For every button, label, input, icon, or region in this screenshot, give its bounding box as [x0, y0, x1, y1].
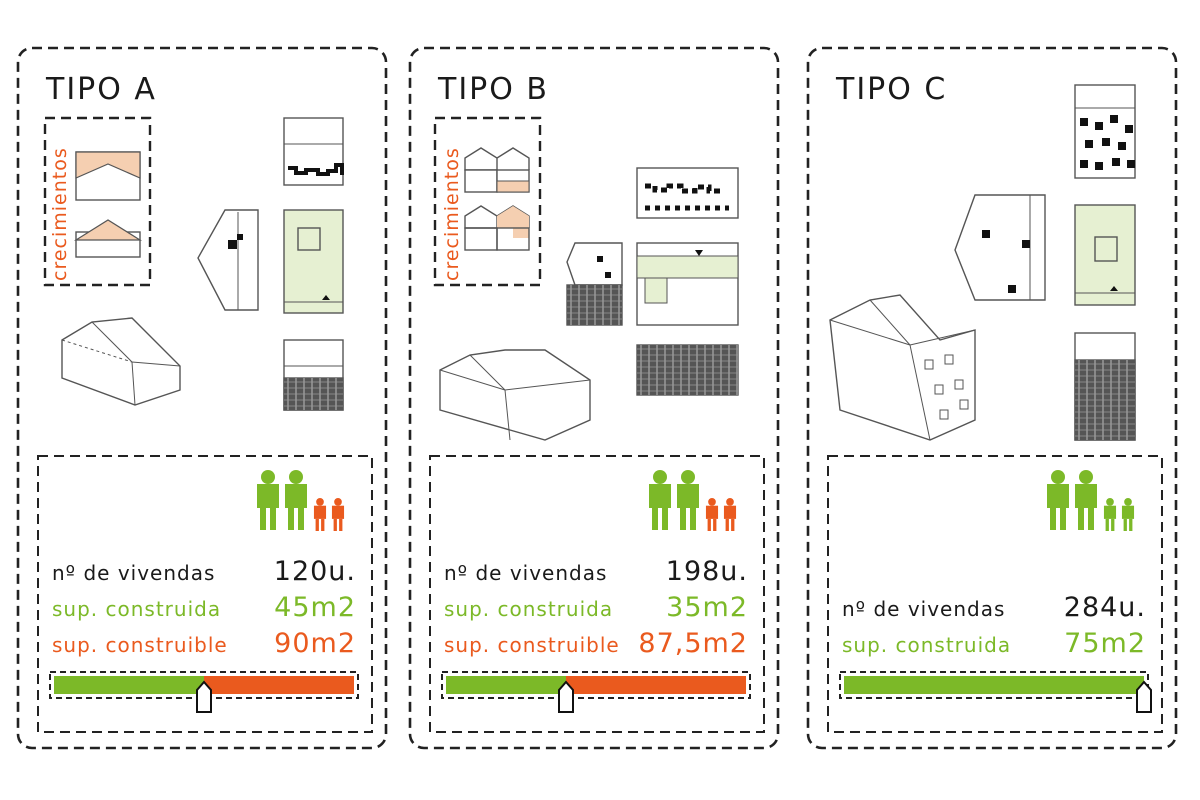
panel-frame — [16, 46, 388, 750]
facade-drawing — [1074, 332, 1136, 441]
growth-box — [43, 116, 152, 287]
panel-title: TIPO C — [836, 72, 948, 107]
stat-row: nº de vivendas 120u. — [52, 556, 356, 587]
adult-figure-icon — [257, 470, 279, 530]
stat-value: 120u. — [273, 556, 356, 587]
adult-figure-icon — [285, 470, 307, 530]
stat-label: nº de vivendas — [444, 561, 608, 585]
buildable-bar — [204, 676, 354, 694]
stat-row: sup. construible 87,5m2 — [444, 628, 748, 659]
panel-frame — [806, 46, 1178, 750]
stat-row: sup. construida 35m2 — [444, 592, 748, 623]
buildable-bar — [566, 676, 746, 694]
adult-figure-icon — [1047, 470, 1069, 530]
panel-tipo-a: TIPO A crecimientos nº de vivendas 120u. sup… — [18, 48, 386, 748]
growth-label: crecimientos — [441, 147, 463, 281]
plan-drawing — [636, 242, 739, 326]
info-box: nº de vivendas 284u. sup. construida 75m2 — [828, 456, 1162, 732]
built-bar — [446, 676, 566, 694]
house-marker-icon — [196, 680, 212, 713]
elevation-drawing — [636, 167, 739, 219]
isometric-house — [829, 294, 976, 441]
plan-drawing — [1074, 204, 1136, 306]
panel-tipo-c: TIPO C nº de vivendas 284u. sup. construida… — [808, 48, 1176, 748]
progress-frame — [49, 671, 359, 699]
stat-value: 45m2 — [274, 592, 356, 623]
panel-frame — [408, 46, 780, 750]
stat-value: 75m2 — [1064, 628, 1146, 659]
stat-label: nº de vivendas — [842, 597, 1006, 621]
stat-label: sup. construida — [52, 597, 222, 621]
house-marker-icon — [1136, 680, 1152, 713]
adult-figure-icon — [649, 470, 671, 530]
child-figure-icon — [313, 498, 327, 531]
panel-title: TIPO B — [438, 72, 549, 107]
isometric-house — [61, 317, 181, 406]
facade-drawing — [283, 339, 344, 411]
isometric-house — [439, 349, 591, 441]
stat-value: 35m2 — [666, 592, 748, 623]
child-figure-icon — [1121, 498, 1135, 531]
stat-label: sup. construible — [444, 633, 620, 657]
facade-drawing — [636, 344, 739, 396]
stat-row: nº de vivendas 284u. — [842, 592, 1146, 623]
child-figure-icon — [705, 498, 719, 531]
stat-value: 284u. — [1063, 592, 1146, 623]
child-figure-icon — [331, 498, 345, 531]
stat-label: nº de vivendas — [52, 561, 216, 585]
growth-label: crecimientos — [49, 147, 71, 281]
progress-frame — [839, 671, 1149, 699]
built-bar — [844, 676, 1144, 694]
child-figure-icon — [1103, 498, 1117, 531]
stat-row: nº de vivendas 198u. — [444, 556, 748, 587]
panel-tipo-b: TIPO B crecimientos nº de vivendas 198u. sup… — [410, 48, 778, 748]
child-figure-icon — [723, 498, 737, 531]
stat-value: 90m2 — [274, 628, 356, 659]
stat-value: 87,5m2 — [638, 628, 748, 659]
stat-label: sup. construida — [444, 597, 614, 621]
growth-box — [433, 116, 542, 287]
adult-figure-icon — [1075, 470, 1097, 530]
stat-row: sup. construida 45m2 — [52, 592, 356, 623]
panel-title: TIPO A — [46, 72, 157, 107]
progress-frame — [441, 671, 751, 699]
stat-label: sup. construida — [842, 633, 1012, 657]
section-drawing — [197, 209, 259, 311]
adult-figure-icon — [677, 470, 699, 530]
plan-drawing — [283, 209, 344, 314]
stat-value: 198u. — [665, 556, 748, 587]
house-marker-icon — [558, 680, 574, 713]
built-bar — [54, 676, 204, 694]
elevation-drawing — [283, 117, 344, 186]
section-drawing — [566, 242, 623, 326]
stat-row: sup. construida 75m2 — [842, 628, 1146, 659]
stat-label: sup. construible — [52, 633, 228, 657]
elevation-drawing — [1074, 84, 1136, 179]
section-drawing — [954, 194, 1046, 301]
stat-row: sup. construible 90m2 — [52, 628, 356, 659]
